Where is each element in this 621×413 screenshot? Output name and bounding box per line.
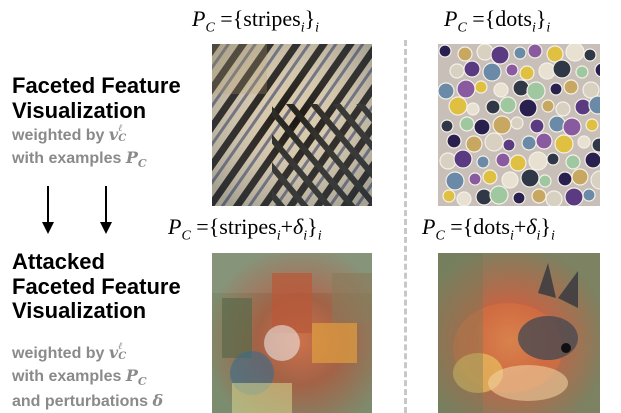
faceted-examples-symbol: PC: [125, 147, 147, 170]
stripes-visualization-image: [212, 44, 372, 206]
dots-visualization-image: [438, 44, 600, 206]
faceted-title-line2: Visualization: [12, 97, 147, 123]
stripes-formula: PC ={stripesi}i: [192, 6, 320, 36]
attacked-examples-text: with examples: [12, 367, 122, 385]
faceted-title-line1: Faceted Feature: [12, 73, 181, 98]
attacked-perturb-symbol: δ: [152, 390, 164, 410]
dots-attacked-formula: PC ={dotsi+δi}i: [422, 214, 555, 244]
attacked-examples-symbol: PC: [125, 365, 147, 388]
faceted-weighted-text: weighted by: [12, 127, 105, 144]
down-arrow-icon: [42, 186, 54, 234]
faceted-examples-line: with examples PC: [12, 147, 147, 172]
dots-formula: PC ={dotsi}i: [444, 6, 551, 36]
attacked-title-line3: Visualization: [12, 298, 147, 324]
attacked-title-line2: Faceted Feature: [12, 273, 181, 299]
attacked-title: Attacked Faceted Feature Visualization: [12, 249, 181, 324]
attacked-weighted-text: weighted by: [12, 345, 105, 362]
attacked-title-line1: Attacked: [12, 249, 105, 274]
faceted-title: Faceted Feature Visualization: [12, 73, 181, 123]
stripes-attacked-formula: PC ={stripesi+δi}i: [168, 214, 322, 244]
attacked-dots-visualization-image: [438, 253, 600, 413]
column-divider: [404, 40, 407, 413]
attacked-stripes-visualization-image: [212, 253, 372, 413]
down-arrow-icon: [100, 186, 112, 234]
attacked-examples-line: with examples PC: [12, 365, 163, 390]
attacked-perturb-line: and perturbations δ: [12, 390, 163, 413]
faceted-examples-text: with examples: [12, 149, 122, 167]
attacked-perturb-text: and perturbations: [12, 392, 149, 410]
